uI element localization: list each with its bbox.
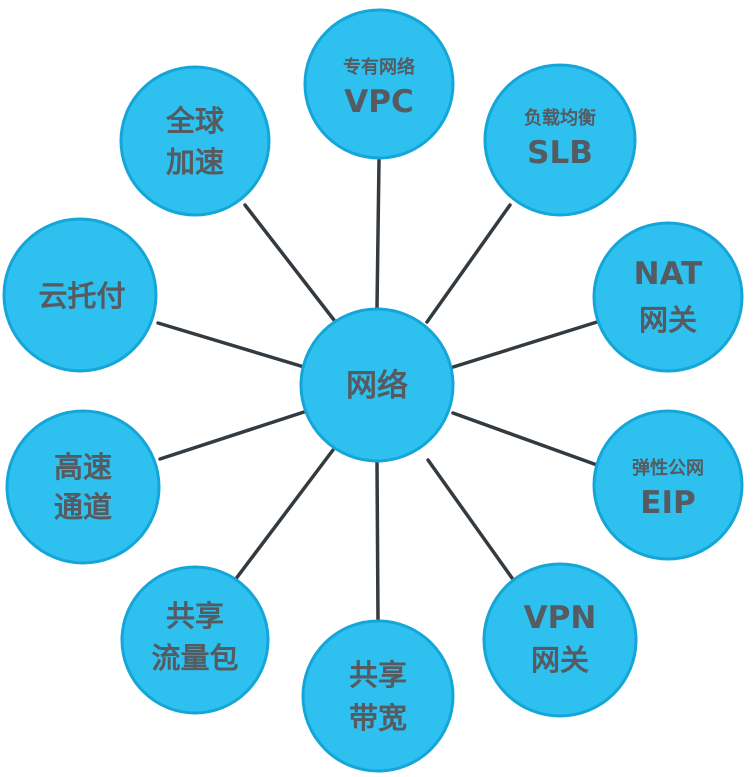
node-express-line1: 高速 — [54, 450, 112, 484]
node-nat-line1: NAT — [634, 256, 703, 292]
node-slb: 负载均衡 SLB — [483, 63, 637, 217]
node-eip-line1: 弹性公网 — [632, 457, 704, 479]
node-vpn-line2: 网关 — [531, 643, 589, 677]
node-express: 高速 通道 — [5, 409, 161, 565]
node-traffic: 共享 流量包 — [120, 565, 270, 715]
node-vpn: VPN 网关 — [482, 562, 638, 718]
node-slb-line1: 负载均衡 — [524, 107, 596, 129]
connector-vpn — [426, 458, 514, 580]
node-bandwidth-line2: 带宽 — [349, 701, 407, 735]
connector-bandwidth — [375, 460, 380, 622]
connector-eip — [451, 411, 599, 467]
node-vpc-line1: 专有网络 — [343, 56, 415, 78]
node-accelerate-line1: 全球 — [165, 104, 225, 138]
connector-hosting — [156, 321, 306, 369]
node-traffic-line2: 流量包 — [151, 641, 238, 675]
node-eip-line2: EIP — [640, 485, 695, 521]
hub-node: 网络 — [299, 307, 455, 463]
connector-nat — [448, 320, 599, 370]
node-eip: 弹性公网 EIP — [592, 409, 744, 561]
node-hosting-line1: 云托付 — [38, 279, 125, 313]
node-vpc: 专有网络 VPC — [303, 8, 455, 160]
node-bandwidth: 共享 带宽 — [301, 619, 455, 773]
node-hosting: 云托付 — [2, 217, 158, 373]
connector-traffic — [233, 448, 335, 582]
node-nat: NAT 网关 — [592, 221, 744, 373]
connectors — [156, 158, 599, 622]
node-accelerate-line2: 加速 — [166, 145, 224, 179]
connector-slb — [425, 203, 512, 324]
connector-express — [158, 410, 306, 461]
connector-vpc — [375, 158, 381, 310]
node-nat-line2: 网关 — [639, 303, 697, 337]
node-traffic-line1: 共享 — [166, 599, 224, 633]
node-express-line2: 通道 — [54, 490, 112, 524]
node-bandwidth-line1: 共享 — [349, 658, 407, 692]
connector-accelerate — [243, 203, 336, 322]
node-vpn-line1: VPN — [524, 600, 597, 636]
hub-label: 网络 — [346, 368, 408, 404]
node-vpc-line2: VPC — [344, 84, 413, 120]
node-accelerate: 全球 加速 — [119, 65, 271, 217]
node-slb-line2: SLB — [527, 135, 593, 171]
